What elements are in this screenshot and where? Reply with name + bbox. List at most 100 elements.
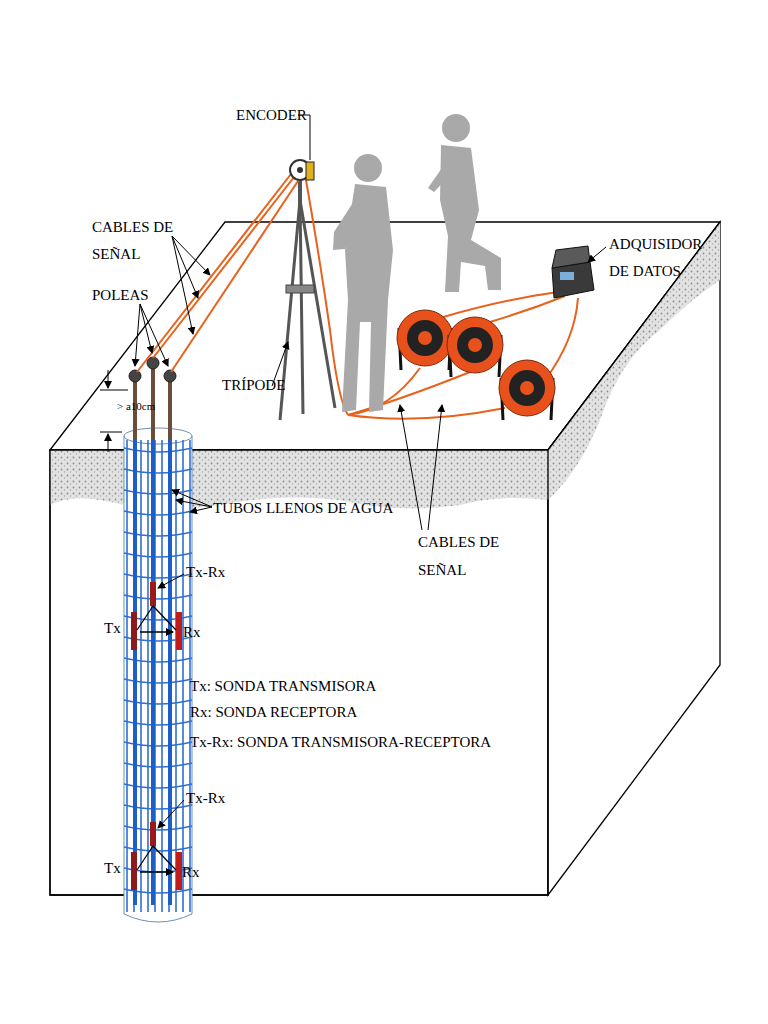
callout-label: ENCODER xyxy=(236,106,307,124)
cable-reels-part xyxy=(397,310,453,366)
probes-part xyxy=(131,612,137,650)
dimension-part xyxy=(108,370,109,388)
probes-part xyxy=(140,871,173,872)
operators-part xyxy=(333,198,356,250)
leader-lines-part xyxy=(400,405,422,530)
callout-label: ADQUISIDOR DE DATOS xyxy=(609,231,721,285)
data-acquisition-unit-part xyxy=(552,246,590,268)
leader-lines-part xyxy=(176,500,212,507)
leader-lines-part xyxy=(140,304,168,366)
cable-reels-part xyxy=(468,338,482,352)
signal-cables-part xyxy=(171,178,300,372)
signal-cables-part xyxy=(306,180,348,415)
pile-part xyxy=(182,440,184,912)
leader-lines-part xyxy=(428,405,442,530)
probes-part xyxy=(176,612,182,650)
pile-part xyxy=(124,436,125,914)
probe-label: Tx-Rx xyxy=(186,789,225,807)
callout-label: TRÍPODE xyxy=(222,376,285,394)
probe-label: Tx-Rx xyxy=(186,563,225,581)
pile-part xyxy=(124,914,192,922)
probe-label: Rx xyxy=(183,623,201,641)
pile-part xyxy=(168,440,170,912)
access-tubes-part xyxy=(133,440,137,905)
cable-reels-part xyxy=(418,331,432,345)
probes-part xyxy=(137,846,153,870)
cable-reels-part xyxy=(499,360,555,420)
probe-label: Tx xyxy=(104,619,121,637)
probe-label: Tx xyxy=(104,859,121,877)
callout-label: POLEAS xyxy=(92,286,149,304)
callout-label: CABLES DE SEÑAL xyxy=(418,528,518,584)
probes-part xyxy=(131,852,137,890)
access-tubes-part xyxy=(168,378,172,440)
note-text: Tx-Rx: SONDA TRANSMISORA-RECEPTORA xyxy=(190,733,491,751)
probes-part xyxy=(176,852,182,890)
operators-part xyxy=(428,165,450,192)
data-acquisition-unit-part xyxy=(560,272,574,280)
pile-part xyxy=(140,440,142,912)
leader-lines-part xyxy=(158,800,184,828)
cable-reels xyxy=(397,310,555,420)
leader-lines-part xyxy=(172,236,193,334)
leader-lines-part xyxy=(190,507,212,512)
cable-reels-part xyxy=(520,381,534,395)
callout-label: CABLES DE SEÑAL xyxy=(92,214,192,268)
tripod-part xyxy=(298,180,302,205)
encoder-part xyxy=(306,162,314,180)
probes-part xyxy=(150,582,156,606)
pile-part xyxy=(133,440,135,912)
signal-cables-part xyxy=(137,165,298,372)
cable-reels-part xyxy=(447,317,503,373)
cable-reels-part xyxy=(509,370,545,406)
callout-label: TUBOS LLENOS DE AGUA xyxy=(213,499,393,517)
tripod-part xyxy=(286,285,314,293)
dimension-label: > a10cm xyxy=(117,397,155,415)
cable-reels-part xyxy=(447,317,503,377)
cable-reels-part xyxy=(407,320,443,356)
cable-reels-part xyxy=(499,360,555,416)
probes-part xyxy=(153,606,176,630)
probes xyxy=(131,582,182,890)
tripod-part xyxy=(300,200,335,408)
tripod xyxy=(280,180,335,420)
cable-reels-part xyxy=(457,327,493,363)
ground-block-part xyxy=(548,222,720,450)
data-acquisition-unit xyxy=(552,246,594,298)
pile-part xyxy=(175,440,177,912)
probes-part xyxy=(150,822,156,846)
operators-part xyxy=(354,154,382,182)
pulleys-part xyxy=(164,370,176,382)
encoder xyxy=(290,160,314,180)
pulleys-part xyxy=(129,370,141,382)
signal-cables-part xyxy=(545,298,578,380)
leader-lines-part xyxy=(140,304,152,353)
probes-part xyxy=(153,846,176,870)
access-tubes xyxy=(135,365,170,905)
encoder-part xyxy=(297,167,303,173)
leader-lines-part xyxy=(588,247,606,262)
probe-label: Rx xyxy=(182,863,200,881)
dimension-part xyxy=(100,390,128,391)
access-tubes-part xyxy=(168,440,172,905)
operators-part xyxy=(442,114,470,142)
probes-part xyxy=(140,631,173,632)
pile-part xyxy=(124,440,192,912)
signal-cables-part xyxy=(348,372,470,415)
access-tubes-part xyxy=(151,440,155,905)
probes-part xyxy=(137,606,153,630)
dimension-part xyxy=(108,434,109,452)
leader-lines-part xyxy=(172,236,210,275)
tripod-part xyxy=(300,200,303,414)
pile xyxy=(124,428,192,922)
leader-lines-part xyxy=(172,490,212,507)
signal-cables-part xyxy=(490,296,565,322)
pulleys-part xyxy=(147,357,159,369)
note-text: Rx: SONDA RECEPTORA xyxy=(190,703,357,721)
signal-cables xyxy=(137,165,578,419)
pile-part xyxy=(147,440,149,912)
leader-lines-part xyxy=(172,236,198,298)
pulleys xyxy=(129,357,176,382)
note-text: Tx: SONDA TRANSMISORA xyxy=(190,677,376,695)
